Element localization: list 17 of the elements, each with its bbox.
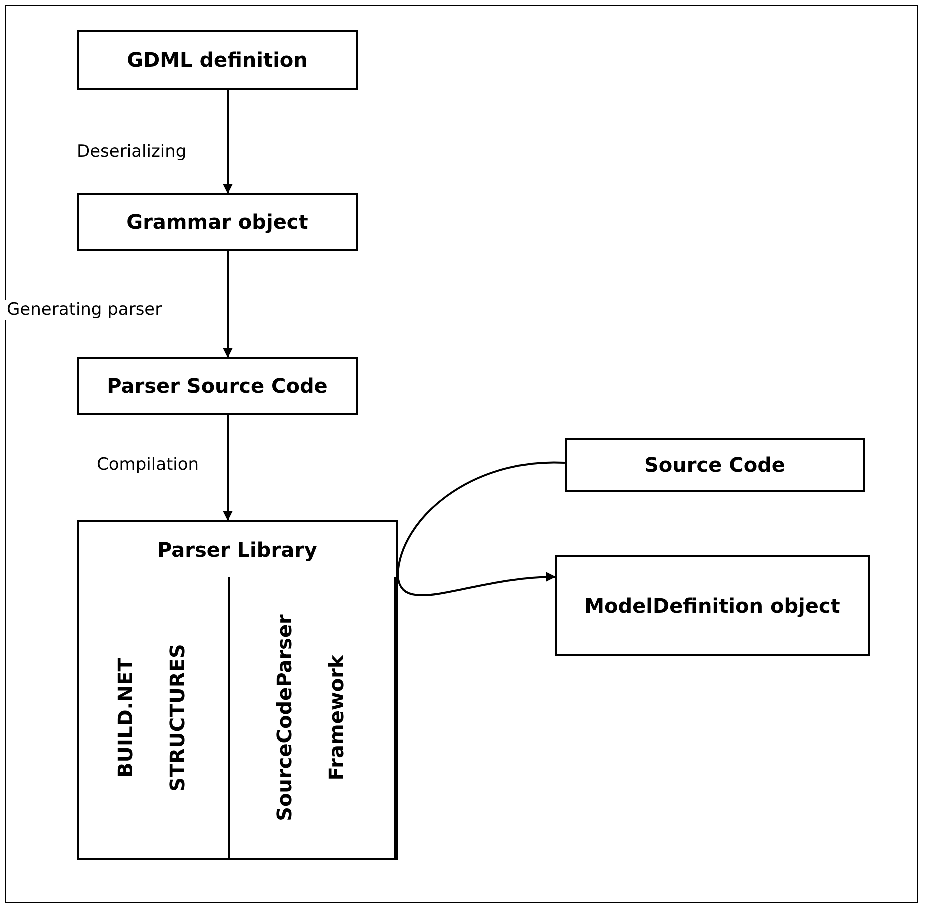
arrow [223,251,233,358]
process-box: Parser Source Code [77,357,358,415]
process-box: GDML definition [77,30,358,90]
column-box [79,577,230,858]
arrow [223,415,233,521]
process-box: ModelDefinition object [555,555,870,656]
arrow [397,572,556,596]
column-box [230,577,396,858]
column-label: BUILD.NET STRUCTURES [112,642,190,794]
connector-line [397,462,565,576]
edge-label: Generating parser [5,300,164,320]
process-box: Source Code [565,438,865,492]
container-title: Parser Library [158,538,318,562]
process-box: Grammar object [77,193,358,251]
container-box [77,520,398,860]
column-label: SourceCodeParser Framework [271,613,349,823]
arrow [223,90,233,194]
